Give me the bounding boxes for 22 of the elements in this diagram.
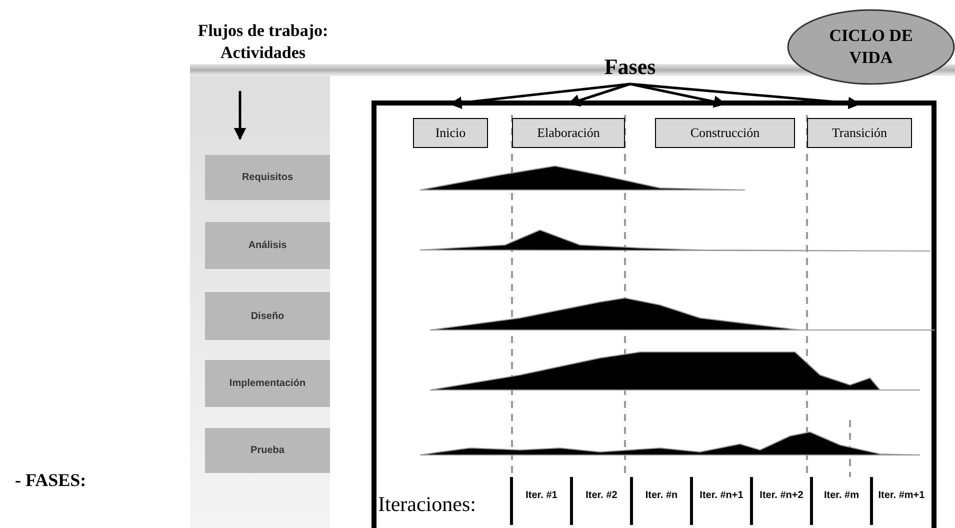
phase-box: Inicio <box>413 118 488 148</box>
row-label: Iteraciones: <box>378 492 476 517</box>
iteration-cell: Iter. #n+1 <box>690 477 750 525</box>
lifecycle-ellipse: CICLO DE VIDA <box>786 8 955 86</box>
workflow-box: Implementación <box>205 360 330 407</box>
section-heading: - FASES: <box>15 470 86 491</box>
workflow-box: Prueba <box>205 428 330 473</box>
iteration-cell: Iter. #m <box>810 477 870 525</box>
workflow-box: Análisis <box>205 222 330 269</box>
phase-box: Transición <box>807 118 912 148</box>
heading-text: Fases <box>575 52 685 82</box>
heading-text: Flujos de trabajo: Actividades <box>192 20 334 90</box>
phase-box: Construcción <box>655 118 795 148</box>
arrow <box>234 91 246 140</box>
iteration-cell: Iter. #1 <box>510 477 570 525</box>
iteration-cell: Iter. #m+1 <box>870 477 930 525</box>
workflow-box: Diseño <box>205 292 330 340</box>
iteration-cell: Iter. #n <box>630 477 690 525</box>
iteration-cell: Iter. #2 <box>570 477 630 525</box>
workflow-box: Requisitos <box>205 155 330 200</box>
phase-box: Elaboración <box>512 118 625 148</box>
iteration-cell: Iter. #n+2 <box>750 477 810 525</box>
